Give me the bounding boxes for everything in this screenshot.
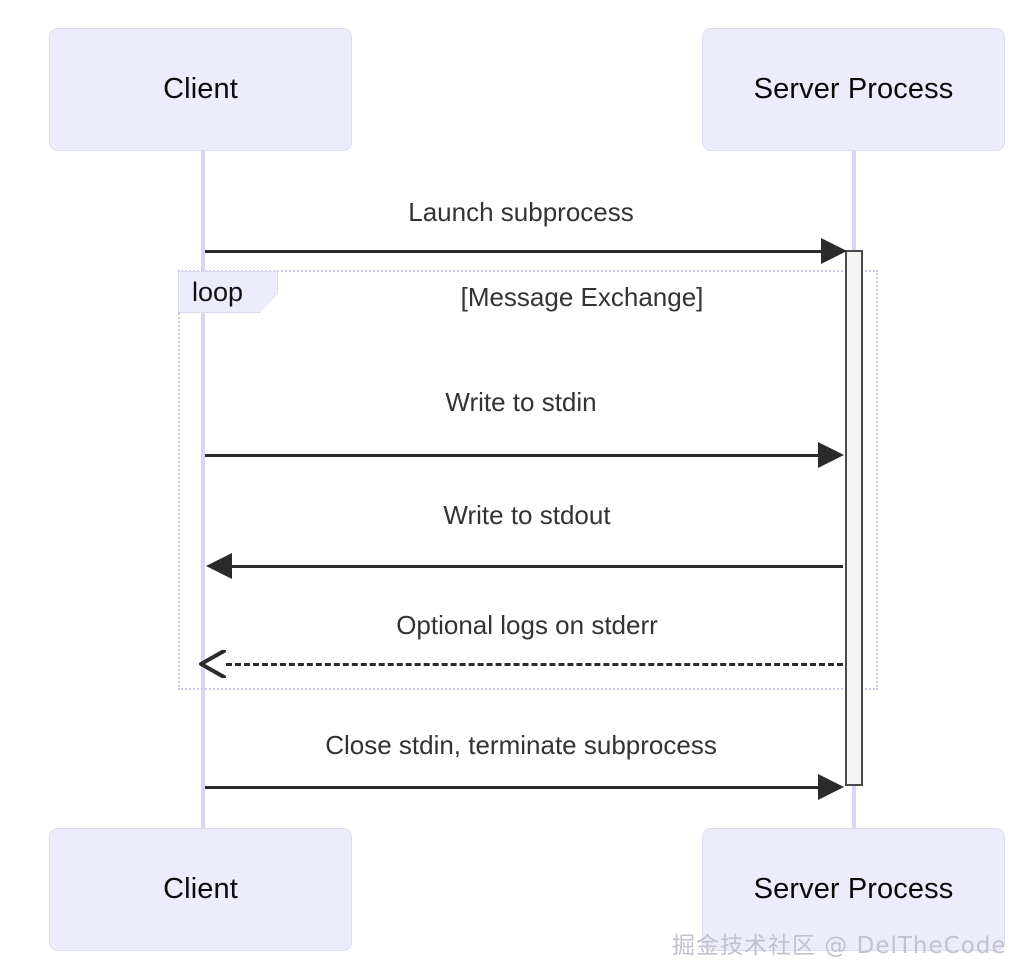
loop-fragment-tag-label: loop [192,276,244,307]
message-arrowhead-1 [821,238,847,264]
watermark-text: 掘金技术社区 @ DelTheCode [672,933,1007,959]
message-label-1: Launch subprocess [408,197,634,227]
message-line-4 [226,663,843,666]
loop-fragment-frame [178,270,878,690]
participant-box-client-top[interactable]: Client [49,28,352,151]
message-label-5: Close stdin, terminate subprocess [325,730,717,760]
message-line-5 [205,786,838,789]
message-label-2: Write to stdin [445,387,597,417]
lifeline-client [201,150,205,828]
message-line-3 [232,565,843,568]
message-line-2 [205,454,838,457]
activation-bar-server [845,250,863,786]
message-arrowhead-2 [818,442,844,468]
participant-box-server-bottom[interactable]: Server Process [702,828,1005,951]
message-arrowhead-5 [818,774,844,800]
participant-label-server-top: Server Process [753,73,954,105]
participant-label-client-top: Client [163,73,238,105]
message-line-1 [205,250,841,253]
message-label-3: Write to stdout [443,500,611,530]
participant-box-client-bottom[interactable]: Client [49,828,352,951]
message-arrowhead-4 [198,650,226,678]
participant-label-server-bottom: Server Process [753,873,954,905]
message-arrowhead-3 [206,553,232,579]
participant-label-client-bottom: Client [163,873,238,905]
loop-fragment-tag: loop [178,271,278,313]
message-label-4: Optional logs on stderr [396,610,658,640]
participant-box-server-top[interactable]: Server Process [702,28,1005,151]
loop-fragment-condition-label: [Message Exchange] [460,282,704,312]
